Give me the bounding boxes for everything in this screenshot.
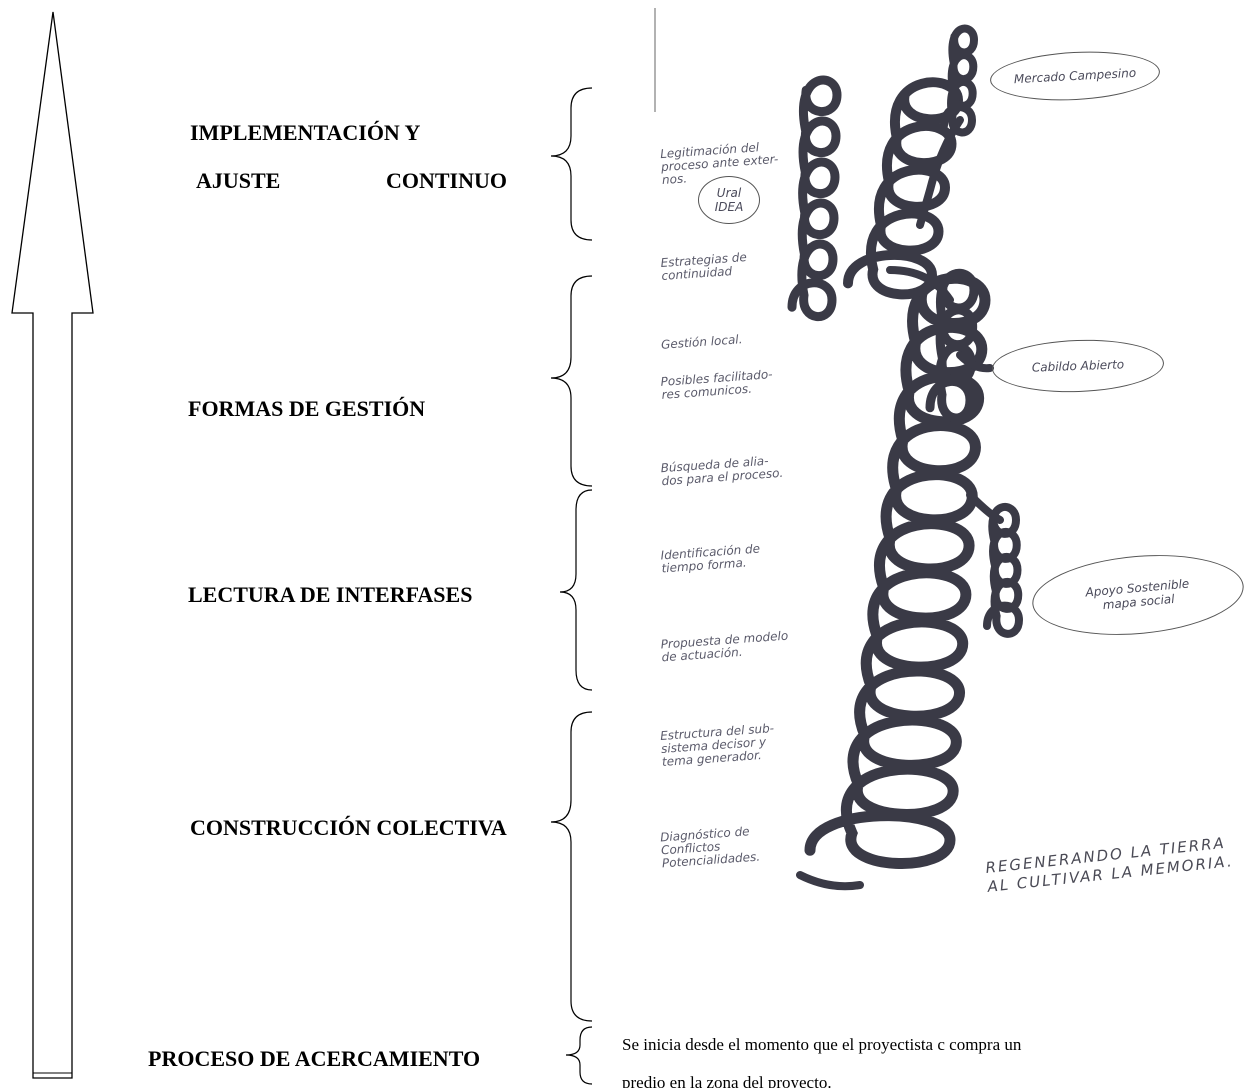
helix-connector — [956, 351, 994, 373]
stage-lectura-interfases: LECTURA DE INTERFASES — [188, 582, 473, 607]
stage-implementacion-continuo: CONTINUO — [386, 168, 508, 193]
stage-implementacion-line1: IMPLEMENTACIÓN Y — [190, 120, 421, 145]
stage-formas-gestion: FORMAS DE GESTIÓN — [188, 396, 426, 421]
helix-connector — [796, 871, 864, 891]
stage-proceso-acercamiento: PROCESO DE ACERCAMIENTO — [148, 1046, 481, 1071]
helix-connector — [886, 266, 954, 304]
upward-arrow — [11, 11, 94, 1079]
top-helix — [940, 24, 979, 137]
cabildo-helix — [925, 268, 979, 423]
stage-construccion-colectiva: CONSTRUCCIÓN COLECTIVA — [190, 815, 507, 840]
helix-connector — [916, 116, 964, 229]
proceso-description: Se inicia desde el momento que el proyec… — [622, 1035, 1022, 1088]
brace-implementacion — [550, 87, 593, 241]
brace-construccion — [550, 711, 593, 1022]
brace-lectura — [559, 489, 593, 691]
brace-formas — [550, 275, 593, 487]
helix-connector — [966, 491, 1004, 524]
main-helix — [804, 272, 991, 869]
brace-proceso — [565, 1026, 593, 1085]
left-helix — [787, 75, 842, 321]
stage-implementacion-ajuste: AJUSTE — [196, 168, 281, 193]
right-helix — [983, 502, 1024, 638]
middle-helix — [843, 77, 964, 300]
